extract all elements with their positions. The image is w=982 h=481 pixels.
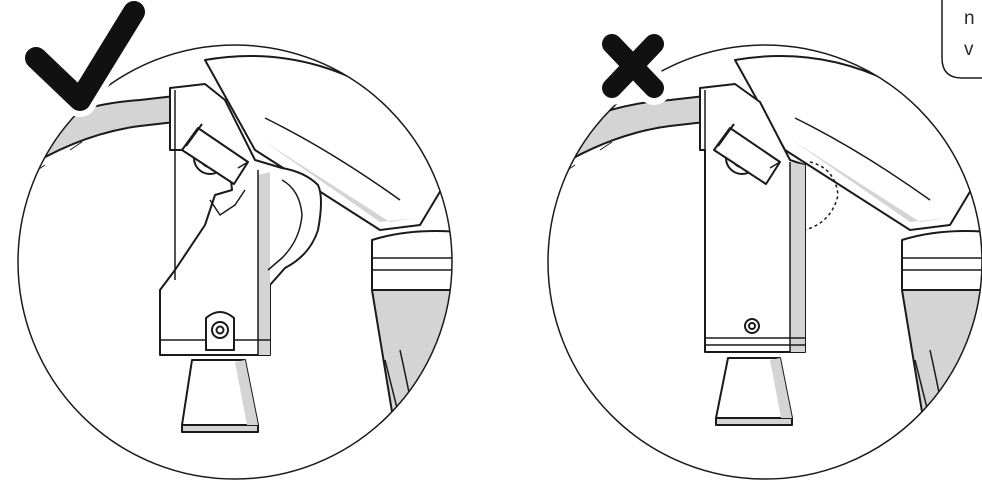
base-cup [371,230,452,291]
hidden-contour-dashed [804,161,839,231]
callout-box: n v [941,0,982,79]
correct-detail-circle-outline [17,44,453,480]
incorrect-assembly-detail-view [548,55,982,441]
base-cup-rim [902,257,982,271]
callout-line-2: v [964,39,974,60]
foot-cone-shade [770,358,792,418]
locking-knob [713,123,781,185]
housing-side-shade [258,172,270,355]
surface-edge-lower [548,121,706,186]
housing-notch [209,189,246,216]
surface-edge-lower [18,121,176,186]
foot-cone-base [181,424,259,433]
surface-band [18,96,175,185]
correct-assembly-detail-view [18,55,452,441]
correct-assembly-panel [17,0,453,480]
foot-cone-shade [235,360,258,425]
incorrect-assembly-panel [547,27,982,480]
base-leg [901,289,982,431]
callout-line-1: n [964,8,975,29]
bottom-screw [205,311,235,351]
foot-cone-base [715,417,793,426]
locking-knob [181,123,249,185]
x-cross-icon [602,34,664,98]
base-cup [901,230,982,291]
housing-curve-channel [267,179,303,271]
arm-tube-seam [794,117,931,201]
housing-front-edge [704,90,791,352]
base-cup-rim [372,257,452,271]
checkmark-icon [25,1,145,111]
housing-body [159,83,322,356]
housing-front-edge [174,90,259,355]
arm-tube-seam [264,117,401,201]
surface-band [548,96,705,185]
incorrect-detail-circle-outline [547,44,982,480]
housing-side-shade [790,162,805,352]
housing-bottom-band [705,337,805,346]
callout-frame [941,0,982,79]
bottom-screw [744,318,760,334]
